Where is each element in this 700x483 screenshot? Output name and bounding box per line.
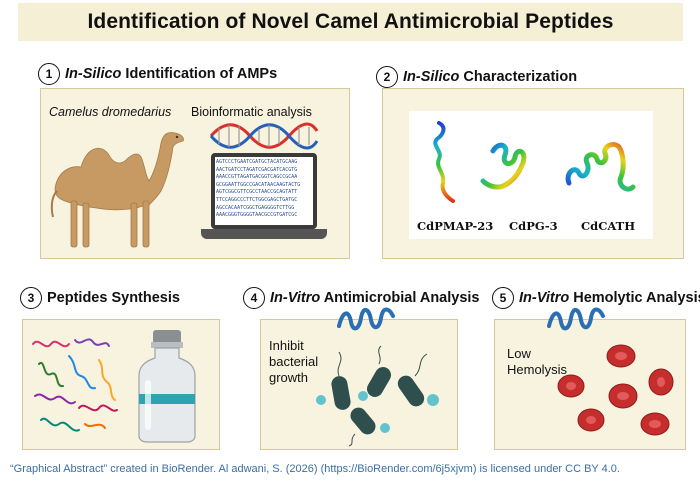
sequence-line: AAACCGTTAGATGACGGTCAGCCGCAA (216, 174, 298, 181)
peptide-helix-icon (337, 307, 395, 331)
title-banner: Identification of Novel Camel Antimicrob… (18, 3, 683, 41)
step-4-header: 4 In-Vitro Antimicrobial Analysis (243, 287, 480, 309)
step-number: 2 (376, 66, 398, 88)
peptide-label: CdPG-3 (509, 219, 558, 233)
panel-characterization: CdPMAP-23 CdPG-3 CdCATH (382, 88, 684, 259)
hemolysis-text: Low Hemolysis (507, 346, 567, 377)
sequence-line: AGTCCCTGAATCGATGCTACATGCAAG (216, 159, 298, 165)
sequence-line: TTCCAGGCCCTTCTGGCGAGCTGATGC (216, 196, 298, 203)
attribution-footer: “Graphical Abstract” created in BioRende… (10, 463, 620, 475)
structures-card: CdPMAP-23 CdPG-3 CdCATH (409, 111, 653, 239)
sequence-line: GCGGAATTGGCCGACATAACAAGTACTG (216, 181, 301, 188)
laptop-base (201, 229, 327, 239)
step-2-header: 2 In-Silico Characterization (376, 66, 577, 88)
peptide-label: CdCATH (581, 219, 636, 233)
bacteria-icon (316, 345, 439, 447)
step-title: In-Silico Identification of AMPs (65, 66, 278, 82)
sequence-line: AGTCGGCGTTCGCCTAACCGCAGTATT (216, 189, 298, 196)
panel-hemolytic: Low Hemolysis (494, 307, 686, 450)
camel-icon (50, 132, 184, 248)
panel-identification: Camelus dromedarius Bioinformatic analys… (40, 88, 350, 259)
step-number: 4 (243, 287, 265, 309)
vial-icon (138, 330, 196, 443)
step-title: Peptides Synthesis (47, 290, 180, 306)
peptide-chains-icon (32, 338, 118, 432)
step-3-header: 3 Peptides Synthesis (20, 287, 180, 309)
step-number: 5 (492, 287, 514, 309)
sequence-line: AGCCACAATCGGCTGAGGGGTCTTGG (216, 204, 295, 211)
step-number: 3 (20, 287, 42, 309)
step-title: In-Silico Characterization (403, 69, 578, 85)
peptide-label: CdPMAP-23 (417, 219, 494, 233)
dna-icon (209, 122, 319, 150)
sequence-line: AAACGGGTGGGGTAACGCCGTGATCGC (216, 212, 298, 219)
step-number: 1 (38, 63, 60, 85)
panel-synthesis (22, 319, 220, 450)
inhibit-text: Inhibit bacterial growth (269, 338, 319, 385)
panel-antimicrobial: Inhibit bacterial growth (260, 307, 458, 450)
red-blood-cells-icon (557, 344, 674, 436)
peptide-helix-icon (547, 307, 605, 331)
species-label: Camelus dromedarius (49, 105, 172, 119)
step-title: In-Vitro Hemolytic Analysis (519, 290, 700, 306)
sequence-line: AACTGATCCTAGATCGACGATCACGTG (216, 166, 298, 173)
main-title: Identification of Novel Camel Antimicrob… (87, 10, 614, 33)
analysis-label: Bioinformatic analysis (191, 105, 312, 119)
step-5-header: 5 In-Vitro Hemolytic Analysis (492, 287, 700, 309)
peptide-structures (433, 121, 636, 203)
step-1-header: 1 In-Silico Identification of AMPs (38, 63, 277, 85)
step-title: In-Vitro Antimicrobial Analysis (270, 290, 480, 306)
